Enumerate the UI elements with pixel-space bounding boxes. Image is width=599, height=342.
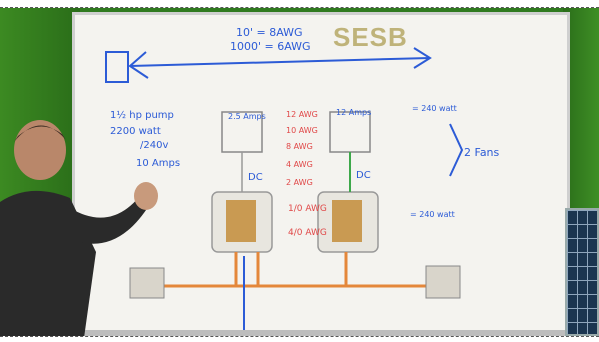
battery-label-1: 2.5 Amps [228, 112, 266, 121]
fans-note: 2 Fans [464, 146, 499, 159]
top-note-1: 10' = 8AWG [236, 26, 303, 39]
awg-1: 12 AWG [286, 110, 318, 119]
top-note-2: 1000' = 6AWG [230, 40, 311, 53]
dc-label-left: DC [248, 172, 263, 183]
presenter [0, 112, 170, 338]
dc-label-right: DC [356, 170, 371, 181]
awg-7: 4/0 AWG [288, 228, 327, 238]
awg-6: 1/0 AWG [288, 204, 327, 214]
awg-3: 8 AWG [286, 142, 313, 151]
awg-5: 2 AWG [286, 178, 313, 187]
battery-label-2: 12 Amps [336, 108, 371, 117]
awg-4: 4 AWG [286, 160, 313, 169]
right-note-1: = 240 watt [412, 104, 457, 113]
right-note-2: = 240 watt [410, 210, 455, 219]
awg-2: 10 AWG [286, 126, 318, 135]
bottom-border [0, 336, 599, 342]
